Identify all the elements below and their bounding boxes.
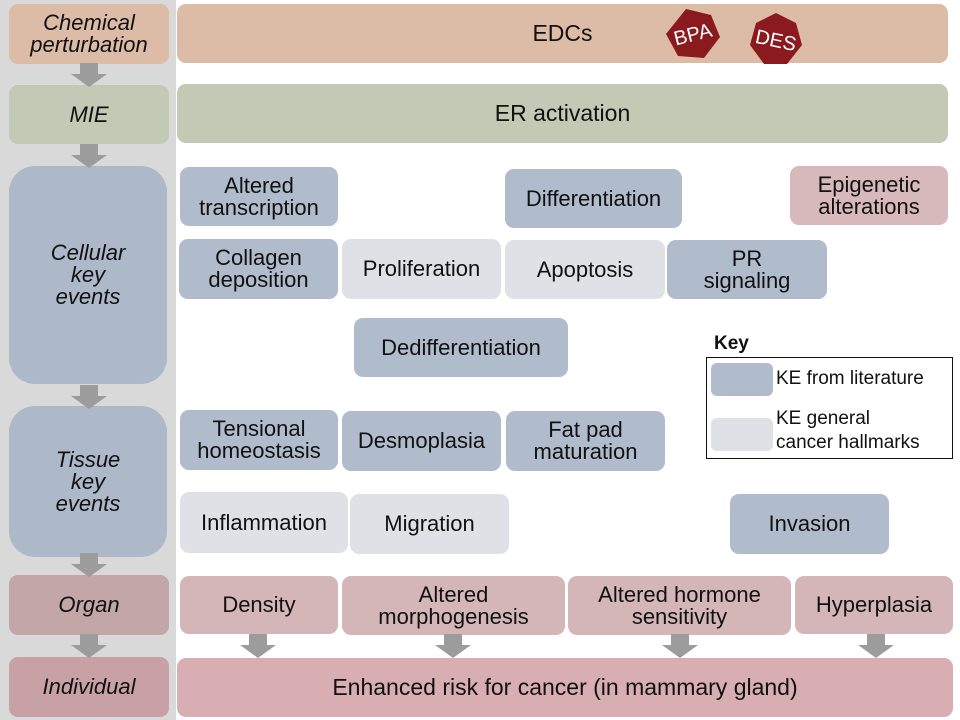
ke-inflammation: Inflammation <box>180 492 348 553</box>
arrow-down-icon <box>71 553 107 577</box>
ke-desmoplasia-label: Desmoplasia <box>357 428 486 453</box>
ke-dedifferentiation-label: Dedifferentiation <box>381 334 541 360</box>
ke-proliferation-label: Proliferation <box>362 256 481 281</box>
edcs-label: EDCs <box>532 20 593 46</box>
ke-collagen-label: Collagen deposition <box>208 245 309 292</box>
ke-epigenetic-label: Epigenetic alterations <box>817 171 921 219</box>
ke-desmoplasia: Desmoplasia <box>342 411 501 471</box>
arrow-down-icon <box>71 144 107 168</box>
stage-individual-label: Individual <box>42 674 136 699</box>
arrow-down-icon <box>858 634 894 658</box>
stage-cellular-key-events: Cellular key events <box>9 166 167 384</box>
er-activation-label: ER activation <box>494 100 631 126</box>
ke-differentiation: Differentiation <box>505 169 682 228</box>
legend-swatch-literature <box>711 363 773 396</box>
ke-pr-signaling: PR signaling <box>667 240 827 299</box>
organ-altered-hormone-sensitivity: Altered hormone sensitivity <box>568 576 791 635</box>
stage-mie: MIE <box>9 85 169 144</box>
stage-organ-label: Organ <box>58 592 120 617</box>
bpa-badge: BPA <box>666 9 720 58</box>
organ-altered-morphogenesis: Altered morphogenesis <box>342 576 565 635</box>
arrow-down-icon <box>435 634 471 658</box>
ke-invasion-label: Invasion <box>768 511 851 536</box>
ke-apoptosis: Apoptosis <box>505 240 665 299</box>
stage-tissue-label: Tissue key events <box>55 446 121 516</box>
stage-mie-label: MIE <box>69 101 109 127</box>
stage-organ: Organ <box>9 575 169 635</box>
des-badge: DES <box>750 13 802 64</box>
stage-individual: Individual <box>9 657 169 717</box>
stage-chemical-perturbation: Chemical perturbation <box>9 4 169 64</box>
ke-invasion: Invasion <box>730 494 889 554</box>
ke-inflammation-label: Inflammation <box>201 509 327 535</box>
ke-pr-signaling-label: PR signaling <box>703 245 791 293</box>
arrow-down-icon <box>71 63 107 87</box>
ke-tensional-label: Tensional homeostasis <box>197 416 321 463</box>
ke-apoptosis-label: Apoptosis <box>536 256 634 282</box>
ke-proliferation: Proliferation <box>342 239 501 299</box>
stage-tissue-key-events: Tissue key events <box>9 406 167 557</box>
stage-chemical-label: Chemical perturbation <box>30 10 148 57</box>
organ-hyperplasia-label: Hyperplasia <box>815 592 933 617</box>
legend-general-label: KE general cancer hallmarks <box>776 408 920 454</box>
edcs-row: EDCs <box>177 4 948 63</box>
organ-morphogenesis-label: Altered morphogenesis <box>378 581 529 629</box>
legend-swatch-general <box>711 418 773 451</box>
ke-epigenetic-alterations: Epigenetic alterations <box>790 166 948 225</box>
arrow-down-icon <box>240 634 276 658</box>
arrow-down-icon <box>71 385 107 409</box>
stage-cellular-label: Cellular key events <box>50 240 126 309</box>
ke-fat-pad-maturation: Fat pad maturation <box>506 411 665 471</box>
organ-density-label: Density <box>222 592 296 617</box>
ke-migration: Migration <box>350 494 509 554</box>
legend-literature-label: KE from literature <box>776 368 924 389</box>
arrow-down-icon <box>662 634 698 658</box>
ke-altered-transcription: Altered transcription <box>180 167 338 226</box>
ke-migration-label: Migration <box>384 511 475 536</box>
ke-fat-pad-label: Fat pad maturation <box>533 417 638 464</box>
organ-density: Density <box>180 576 338 634</box>
ke-collagen-deposition: Collagen deposition <box>179 239 338 299</box>
er-activation-row: ER activation <box>177 84 948 143</box>
arrow-down-icon <box>71 634 107 658</box>
organ-hormone-label: Altered hormone sensitivity <box>598 581 761 629</box>
ke-dedifferentiation: Dedifferentiation <box>354 318 568 377</box>
ke-altered-transcription-label: Altered transcription <box>199 172 319 220</box>
ke-tensional-homeostasis: Tensional homeostasis <box>180 410 338 470</box>
cancer-risk-label: Enhanced risk for cancer (in mammary gla… <box>332 674 798 700</box>
ke-differentiation-label: Differentiation <box>525 185 662 211</box>
organ-hyperplasia: Hyperplasia <box>795 576 953 634</box>
legend-title: Key <box>714 333 749 354</box>
cancer-risk-row: Enhanced risk for cancer (in mammary gla… <box>177 658 953 717</box>
